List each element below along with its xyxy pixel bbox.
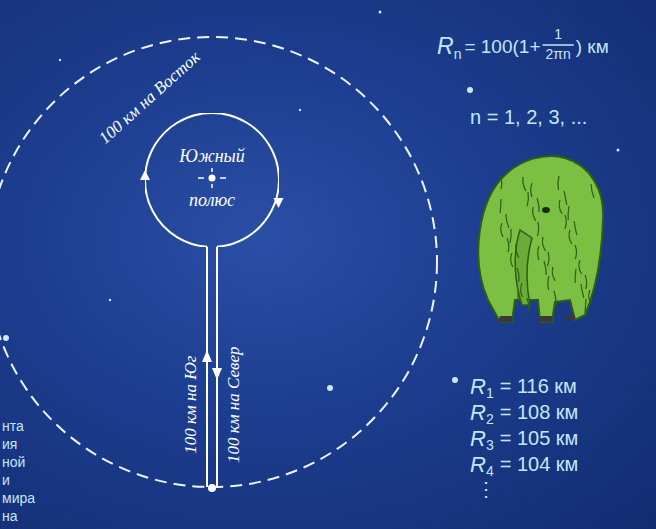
cut-text: ной [2,454,25,470]
cut-text: ия [2,436,17,452]
stars [3,11,620,392]
ellipsis: ⋮ [476,478,496,501]
arrow-up [202,350,212,362]
pole-dot [209,175,216,182]
route-label: 100 км на Восток [95,48,204,149]
formula-part: = 100(1+ [464,36,540,58]
circle-outline [145,113,279,247]
cut-text: на [2,508,18,524]
route-label: 100 км на Юг [181,356,201,454]
cut-text: и [2,472,10,488]
radius-subscript: 2 [486,411,494,427]
radius-value: = 108 км [500,401,579,424]
radius-label: R [470,400,486,425]
pole-label: Южный полюс [177,134,247,222]
radius-label: R [470,374,486,399]
radius-subscript: 1 [486,385,494,401]
radius-subscript: 3 [486,437,494,453]
cut-text: нта [2,418,24,434]
radius-value: = 105 км [500,427,579,450]
pole-circle: Южный полюс [145,113,279,247]
fraction-denominator: 2πn [546,46,571,62]
mammoth [478,156,603,322]
radius-value: = 104 км [500,453,579,476]
radius-value: = 116 км [500,375,577,398]
formula-part: ) км [576,36,609,58]
pole-cross [198,168,226,188]
formula-part: R [437,33,454,59]
start-point [208,484,216,492]
formula-subscript: n [454,46,462,62]
dashed-circle [0,37,437,487]
route-label: 100 км на Север [224,347,244,463]
radius-label: R [470,426,486,451]
radius-subscript: 4 [486,463,494,479]
fraction-bar [543,44,574,46]
formula-range: n = 1, 2, 3, ... [470,106,587,129]
fraction-numerator: 1 [554,26,562,42]
route-lines [207,247,217,487]
cut-text: мира [2,490,35,506]
radius-label: R [470,452,486,477]
arrow-down [212,368,222,380]
